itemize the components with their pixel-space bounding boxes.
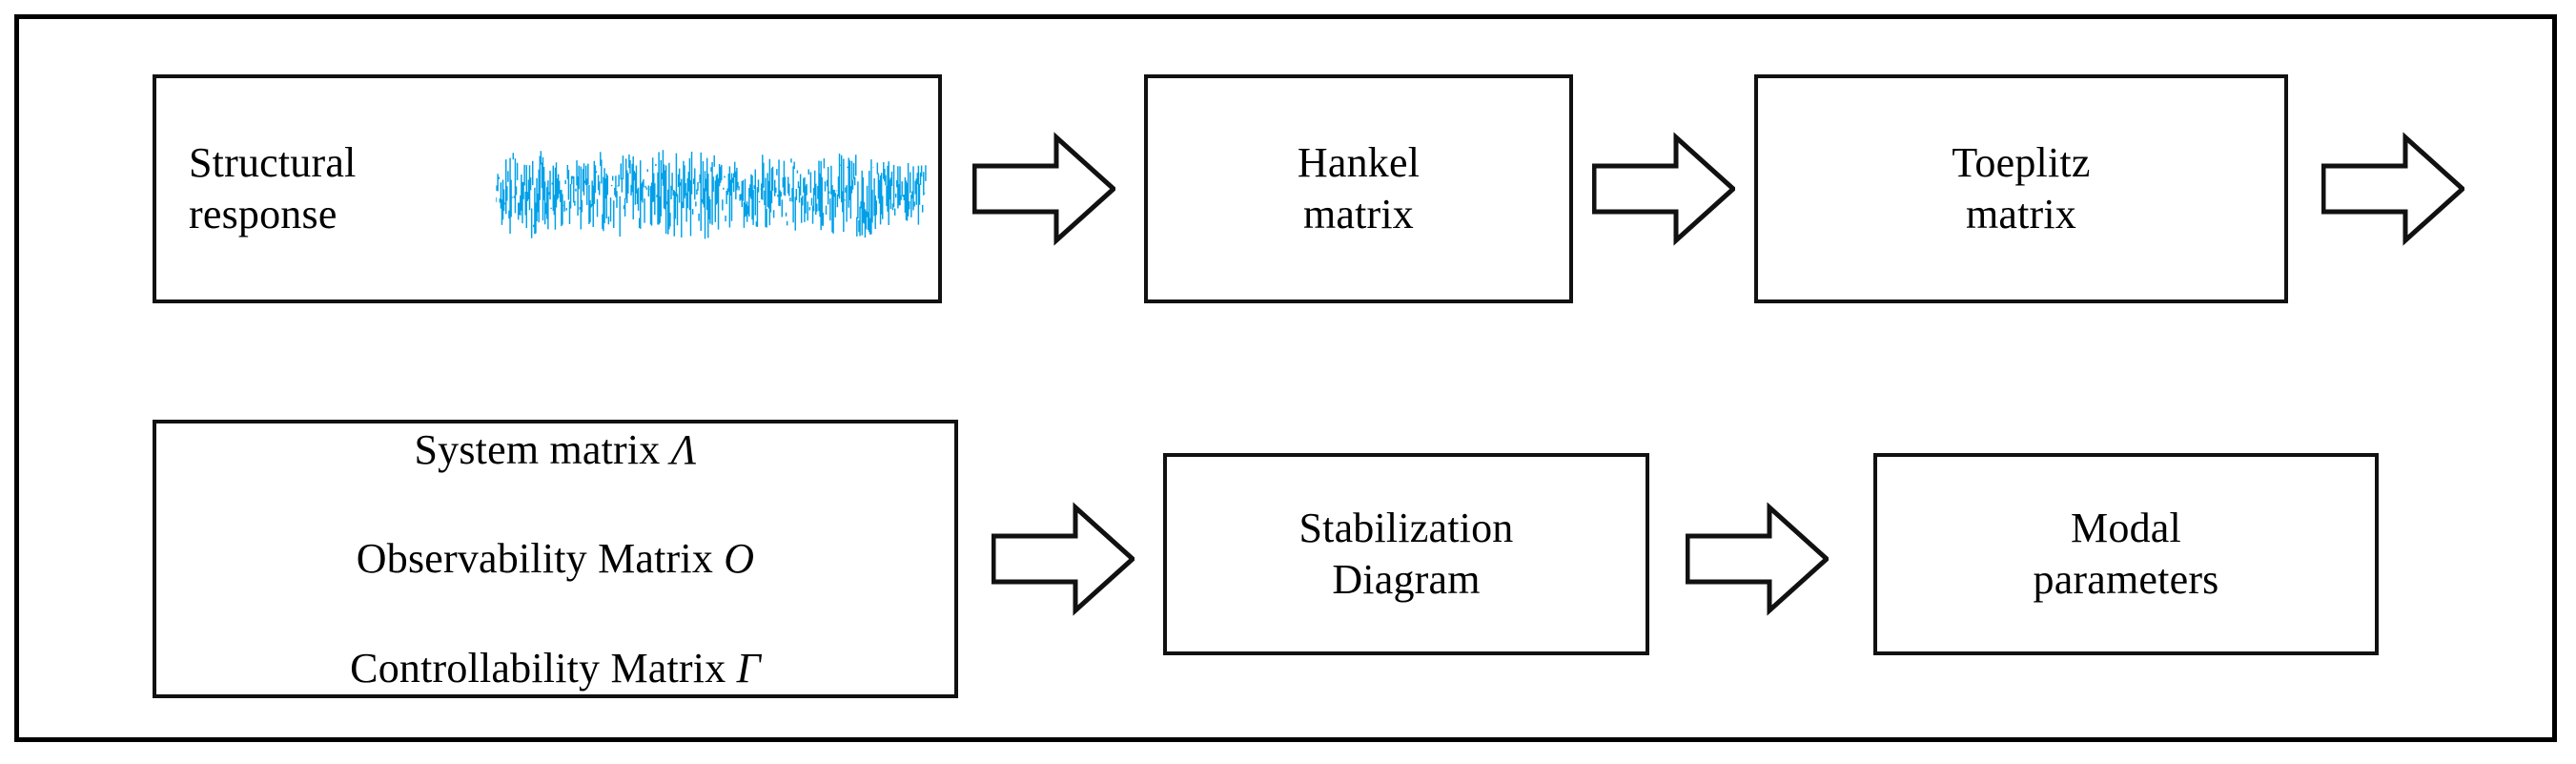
observability-matrix-text: Observability Matrix — [356, 535, 725, 583]
arrow-toeplitz-to-system-icon — [2321, 132, 2464, 246]
node-hankel-matrix[interactable]: Hankel matrix — [1144, 74, 1573, 303]
node-toeplitz-matrix[interactable]: Toeplitz matrix — [1754, 74, 2288, 303]
observability-matrix-line: Observability Matrix O — [350, 531, 761, 586]
node-modal-parameters[interactable]: Modal parameters — [1873, 453, 2379, 655]
diagram-outer-frame: Structural response Hankel matrix Toepli… — [14, 14, 2557, 742]
controllability-matrix-symbol: Γ — [736, 644, 761, 692]
controllability-matrix-line: Controllability Matrix Γ — [350, 641, 761, 695]
arrow-hankel-to-toeplitz-icon — [1592, 132, 1735, 246]
arrow-response-to-hankel-icon — [972, 132, 1115, 246]
node-system-matrices-label: System matrix Λ Observability Matrix O C… — [350, 368, 761, 750]
node-hankel-matrix-label: Hankel matrix — [1297, 139, 1421, 237]
arrow-stabilization-to-modal-icon — [1686, 502, 1829, 616]
system-matrix-text: System matrix — [414, 426, 671, 474]
node-structural-response[interactable]: Structural response — [153, 74, 942, 303]
node-modal-parameters-label: Modal parameters — [2033, 505, 2219, 603]
structural-response-waveform — [496, 131, 927, 247]
node-toeplitz-matrix-label: Toeplitz matrix — [1952, 139, 2091, 237]
node-system-matrices[interactable]: System matrix Λ Observability Matrix O C… — [153, 420, 958, 698]
system-matrix-symbol: Λ — [670, 426, 697, 474]
observability-matrix-symbol: O — [724, 535, 755, 583]
node-structural-response-label: Structural response — [189, 139, 357, 237]
arrow-system-to-stabilization-icon — [992, 502, 1135, 616]
node-stabilization-diagram-label: Stabilization Diagram — [1298, 505, 1514, 603]
system-matrix-line: System matrix Λ — [350, 423, 761, 477]
node-stabilization-diagram[interactable]: Stabilization Diagram — [1163, 453, 1649, 655]
controllability-matrix-text: Controllability Matrix — [350, 644, 737, 692]
